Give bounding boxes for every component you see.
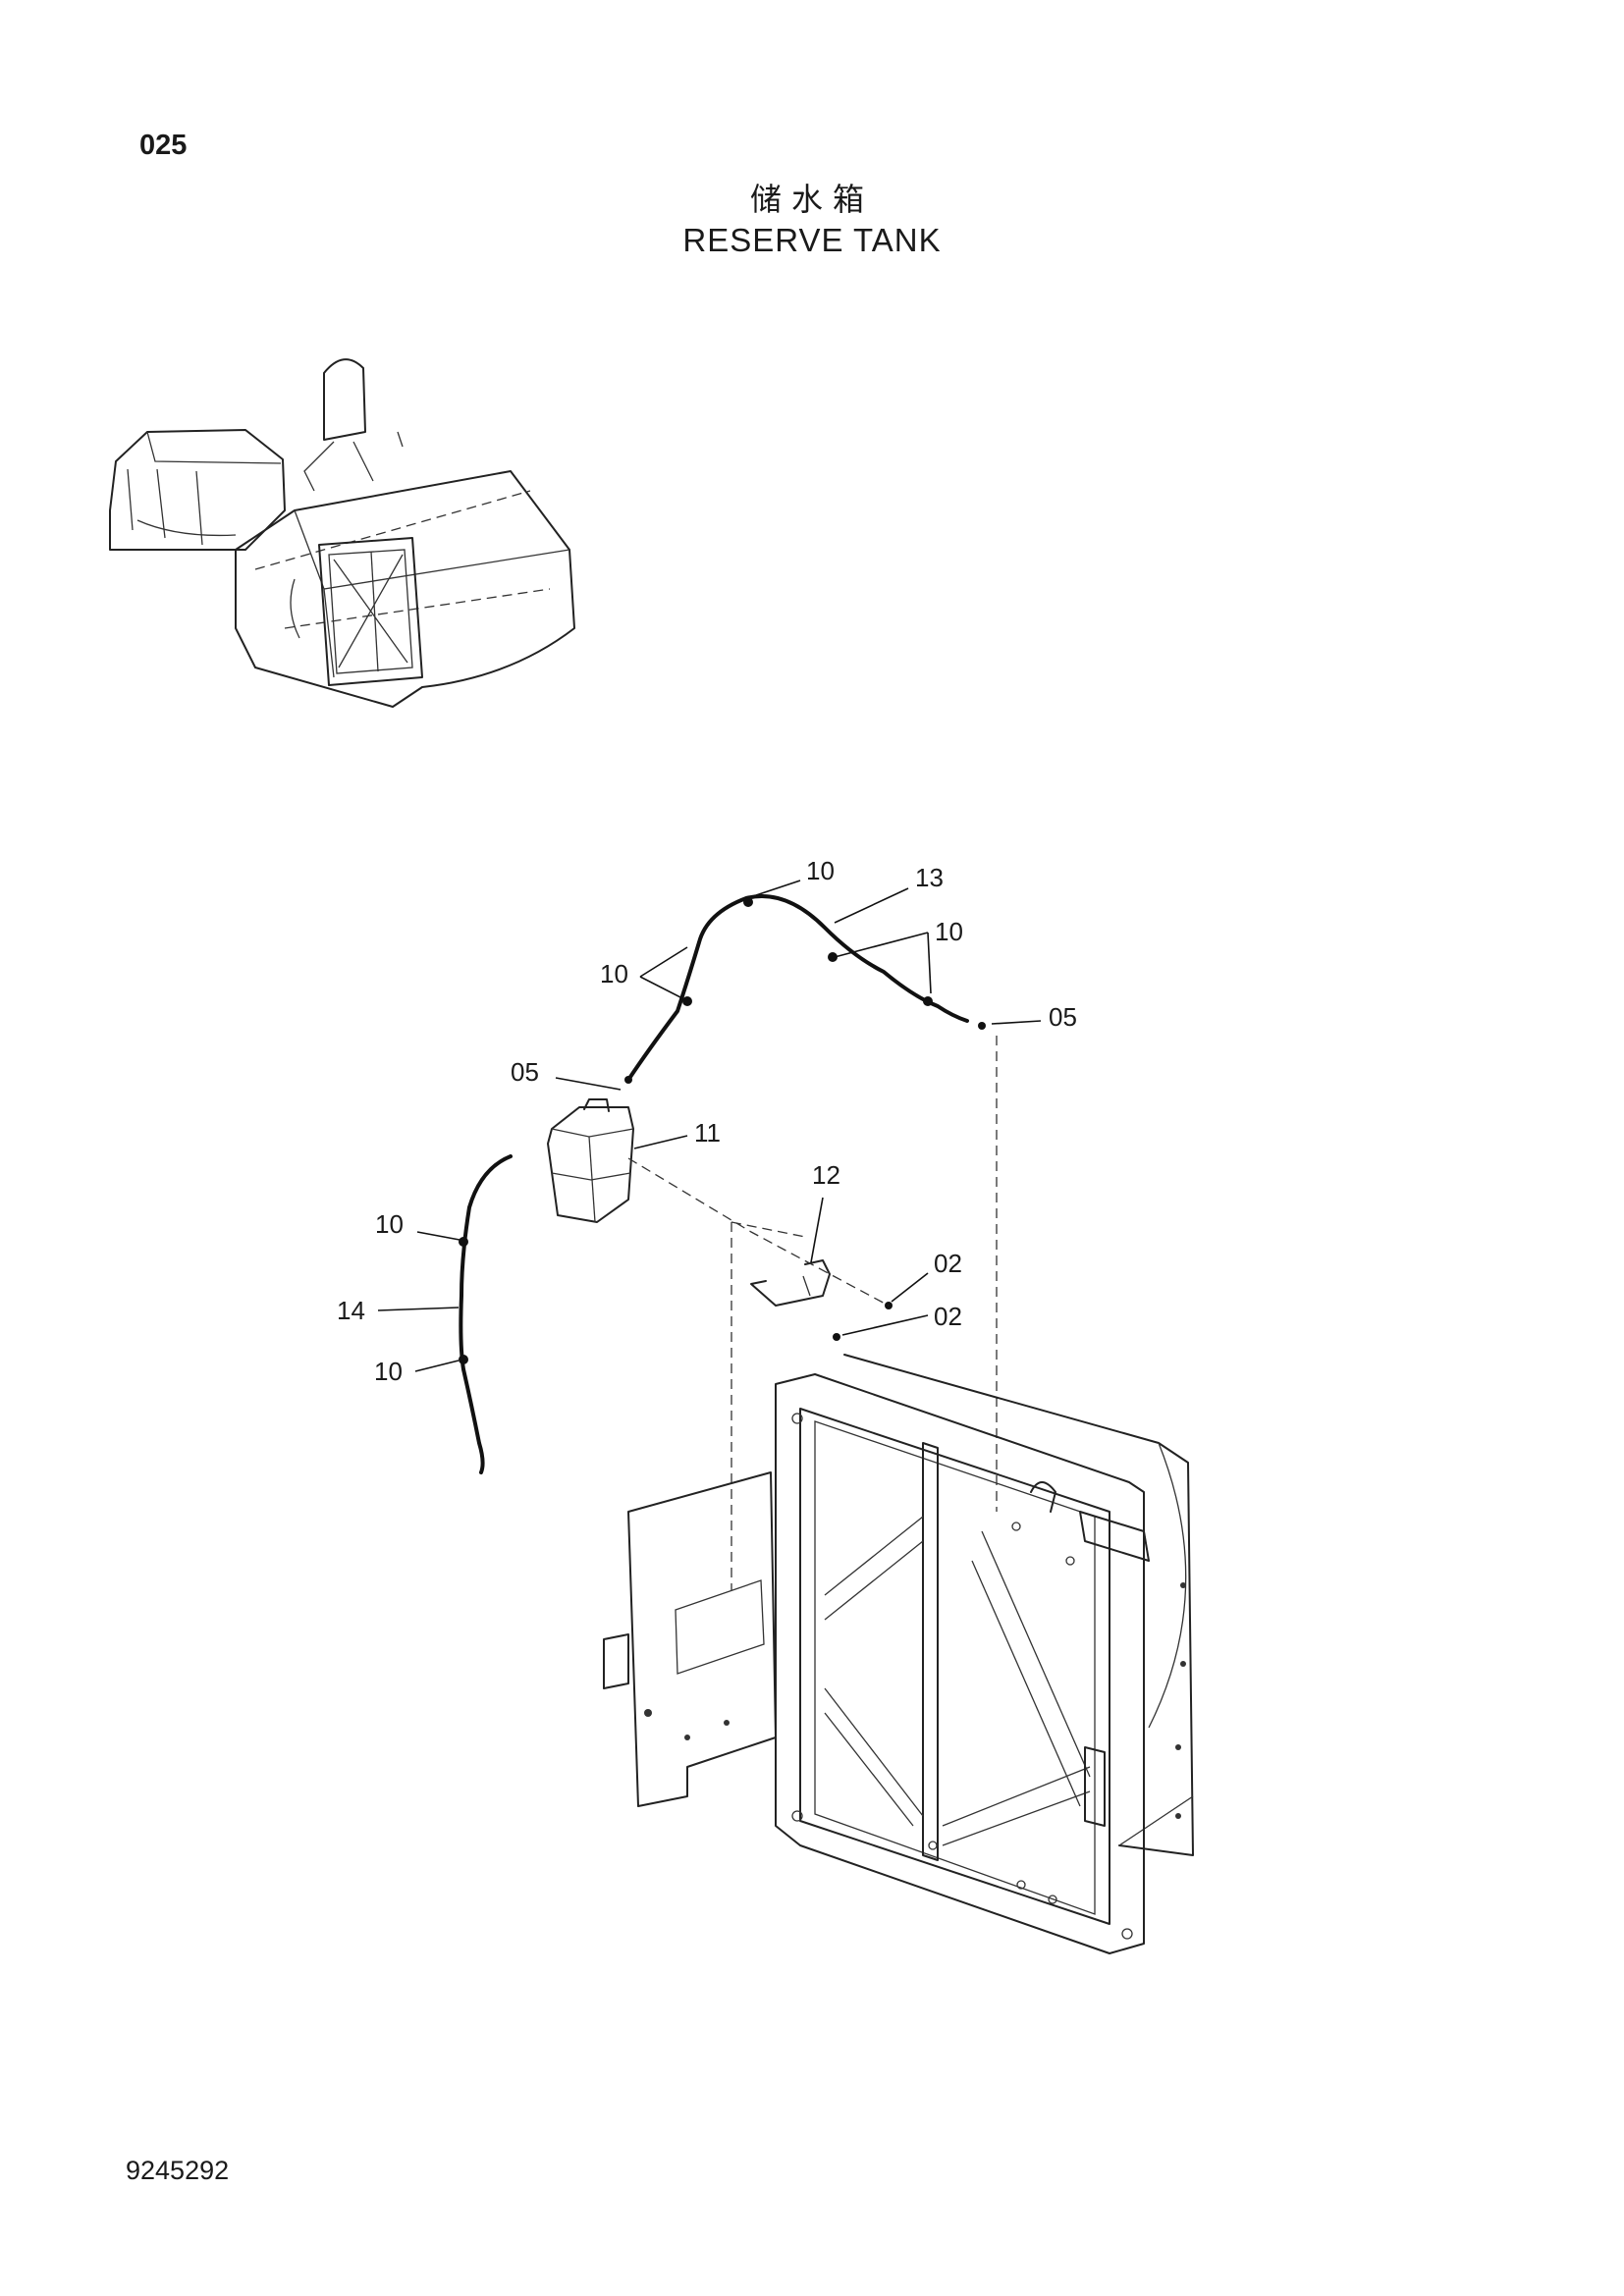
clamp-10-a <box>743 897 753 907</box>
radiator-assembly <box>603 1354 1194 1954</box>
callout-13: 13 <box>915 863 944 892</box>
clamp-10-f <box>459 1355 468 1364</box>
clip-05-right <box>978 1022 986 1030</box>
hose-14 <box>459 1154 513 1474</box>
excavator-overview-illustration <box>109 358 575 708</box>
page-number: 025 <box>139 130 188 161</box>
clamp-10-b <box>682 996 692 1006</box>
callout-10-left: 10 <box>600 959 628 988</box>
callout-10-right: 10 <box>935 917 963 946</box>
callout-05-left: 05 <box>511 1057 539 1087</box>
callout-10-hose-upper: 10 <box>375 1209 404 1239</box>
document-number: 9245292 <box>126 2156 230 2185</box>
callout-14: 14 <box>337 1296 365 1325</box>
callout-02-upper: 02 <box>934 1249 962 1278</box>
callout-05-right: 05 <box>1049 1002 1077 1032</box>
clip-05-left <box>624 1076 632 1084</box>
callout-12: 12 <box>812 1160 840 1190</box>
bolt-02-lower <box>833 1333 840 1341</box>
callout-02-lower: 02 <box>934 1302 962 1331</box>
hose-13 <box>626 894 969 1082</box>
clamp-10-d <box>923 996 933 1006</box>
callout-10-hose-lower: 10 <box>374 1357 403 1386</box>
clamp-10-e <box>459 1237 468 1247</box>
reserve-tank-11 <box>547 1098 634 1223</box>
bracket-12 <box>750 1259 831 1307</box>
title-english: RESERVE TANK <box>682 222 942 258</box>
callout-10-top: 10 <box>806 856 835 885</box>
callout-11: 11 <box>694 1118 721 1148</box>
clamp-10-c <box>828 952 838 962</box>
title-chinese: 储水箱 <box>749 181 874 218</box>
